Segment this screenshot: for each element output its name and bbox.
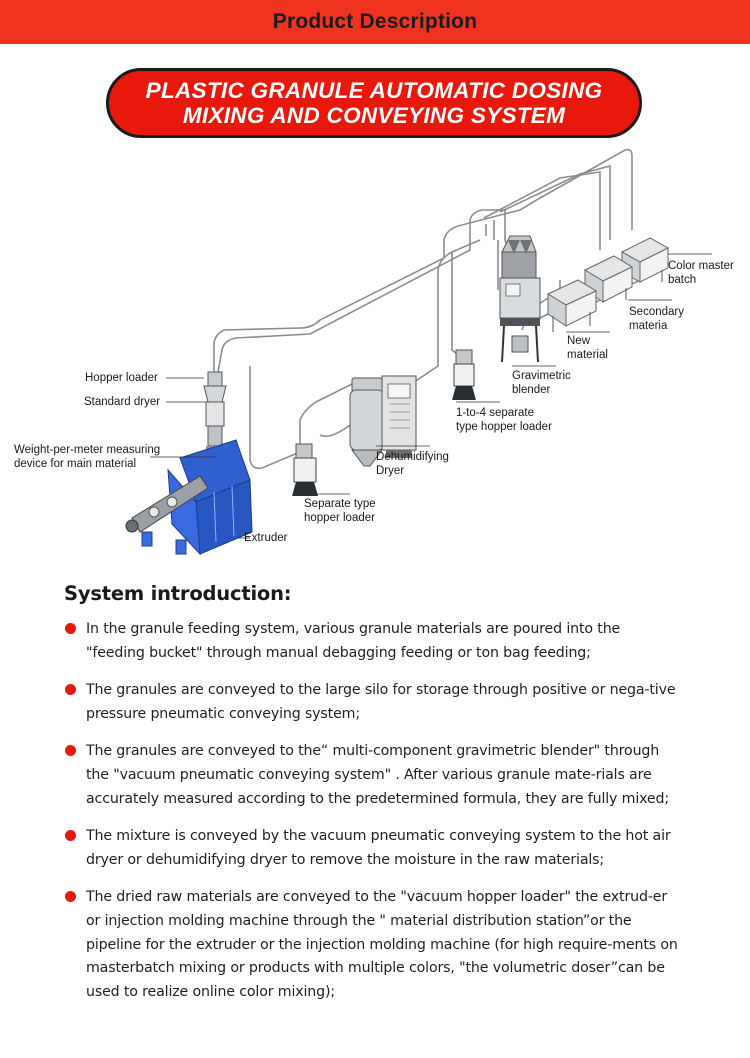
- list-item: The mixture is conveyed by the vacuum pn…: [62, 825, 682, 872]
- bullet-text: In the granule feeding system, various g…: [86, 621, 621, 661]
- page-title: Product Description: [272, 10, 478, 33]
- bullet-dot-icon: [65, 745, 76, 757]
- label-one-to-four-2: type hopper loader: [456, 421, 552, 433]
- label-dehumidifying-1: Dehumidifying: [376, 451, 449, 463]
- label-weight-meter-2: device for main material: [14, 458, 137, 470]
- system-diagram: Hopper loader Standard dryer Weight-per-…: [0, 140, 750, 560]
- label-extruder: Extruder: [244, 532, 288, 544]
- label-gravimetric-2: blender: [512, 384, 551, 396]
- material-tables: [546, 237, 670, 332]
- bullet-dot-icon: [65, 684, 76, 696]
- label-separate-hopper-2: hopper loader: [304, 512, 375, 524]
- separate-type-hopper-loader: [292, 443, 318, 496]
- label-secondary-2: materia: [629, 320, 668, 332]
- label-weight-meter-1: Weight-per-meter measuring: [14, 444, 161, 456]
- list-item: The dried raw materials are conveyed to …: [62, 886, 682, 1004]
- dehumidifying-dryer-machine: [349, 375, 417, 467]
- label-new-material-2: material: [567, 349, 608, 361]
- list-item: In the granule feeding system, various g…: [62, 618, 682, 665]
- extruder-machine: [125, 371, 253, 556]
- banner-line-1: PLASTIC GRANULE AUTOMATIC DOSING: [145, 78, 603, 103]
- bullet-dot-icon: [65, 830, 76, 842]
- callout-lines: [150, 253, 712, 539]
- label-secondary-1: Secondary: [629, 306, 684, 318]
- label-separate-hopper-1: Separate type: [304, 498, 376, 510]
- bullet-text: The granules are conveyed to the“ multi-…: [86, 743, 669, 807]
- label-one-to-four-1: 1-to-4 separate: [456, 407, 534, 419]
- system-introduction-heading: System introduction:: [64, 582, 292, 605]
- header-bar: Product Description: [0, 0, 750, 44]
- banner-line-2: MIXING AND CONVEYING SYSTEM: [182, 103, 566, 128]
- label-standard-dryer: Standard dryer: [84, 396, 161, 408]
- bullet-dot-icon: [65, 623, 76, 634]
- system-introduction-list: In the granule feeding system, various g…: [62, 618, 682, 1018]
- label-color-master-1: Color master: [668, 260, 734, 272]
- bullet-text: The granules are conveyed to the large s…: [86, 682, 676, 722]
- system-diagram-illustration: [125, 148, 712, 556]
- list-item: The granules are conveyed to the large s…: [62, 679, 682, 726]
- gravimetric-blender-machine: [499, 235, 541, 363]
- one-to-four-hopper-loader: [452, 349, 476, 400]
- bullet-text: The dried raw materials are conveyed to …: [86, 889, 678, 1000]
- label-gravimetric-1: Gravimetric: [512, 370, 571, 382]
- bullet-dot-icon: [65, 891, 76, 903]
- label-hopper-loader: Hopper loader: [85, 372, 158, 384]
- label-new-material-1: New: [567, 335, 591, 347]
- label-color-master-2: batch: [668, 274, 697, 286]
- system-title-banner: PLASTIC GRANULE AUTOMATIC DOSING MIXING …: [106, 68, 642, 138]
- bullet-text: The mixture is conveyed by the vacuum pn…: [86, 828, 671, 868]
- label-dehumidifying-2: Dryer: [376, 465, 405, 477]
- list-item: The granules are conveyed to the“ multi-…: [62, 740, 682, 811]
